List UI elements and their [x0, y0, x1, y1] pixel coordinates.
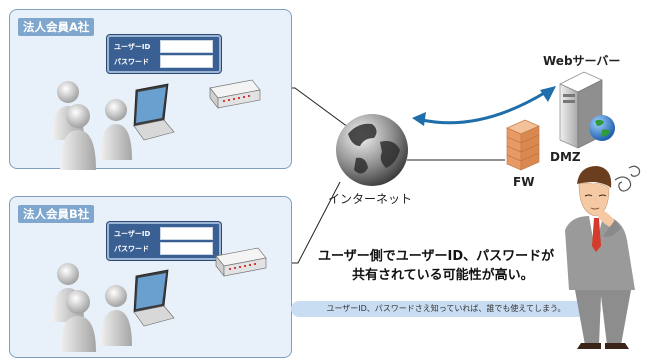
member-b-label: 法人会員B社	[18, 205, 95, 223]
network-hub-icon	[215, 247, 267, 277]
person-icon	[100, 99, 132, 160]
users-group-b	[52, 247, 267, 352]
user-id-field[interactable]	[160, 227, 213, 240]
login-form-a: ユーザーID パスワード	[107, 35, 221, 73]
laptop-icon	[133, 83, 175, 141]
laptop-icon	[133, 269, 175, 327]
network-hub-icon	[209, 79, 261, 109]
person-icon	[60, 104, 96, 170]
password-label: パスワード	[114, 57, 149, 66]
caption-banner: ユーザーID、パスワードさえ知っていれば、誰でも使えてしまう。	[291, 301, 601, 317]
password-field[interactable]	[160, 55, 213, 68]
web-server-label: Webサーバー	[543, 54, 621, 68]
login-form-b: ユーザーID パスワード	[107, 222, 221, 260]
users-group-a	[52, 79, 261, 170]
password-field[interactable]	[160, 242, 213, 255]
dmz-label: DMZ	[550, 150, 581, 164]
user-id-label: ユーザーID	[114, 42, 151, 51]
internet-globe-icon	[336, 114, 408, 186]
earth-icon	[589, 115, 615, 141]
web-server-icon	[559, 71, 615, 149]
firewall-icon	[506, 119, 540, 171]
worried-man-icon	[565, 165, 641, 349]
fw-label: FW	[513, 175, 535, 189]
thought-swirl-icon	[614, 165, 641, 192]
user-id-label: ユーザーID	[114, 229, 151, 238]
member-a-label: 法人会員A社	[18, 18, 95, 36]
internet-label: インターネット	[328, 192, 413, 206]
user-id-field[interactable]	[160, 40, 213, 53]
message-line-1: ユーザー側でユーザーID、パスワードが	[318, 249, 555, 264]
person-icon	[100, 285, 132, 346]
person-icon	[60, 290, 96, 352]
message-line-2: 共有されている可能性が高い。	[352, 268, 534, 283]
access-arrow-icon	[412, 86, 556, 126]
password-label: パスワード	[114, 244, 149, 253]
